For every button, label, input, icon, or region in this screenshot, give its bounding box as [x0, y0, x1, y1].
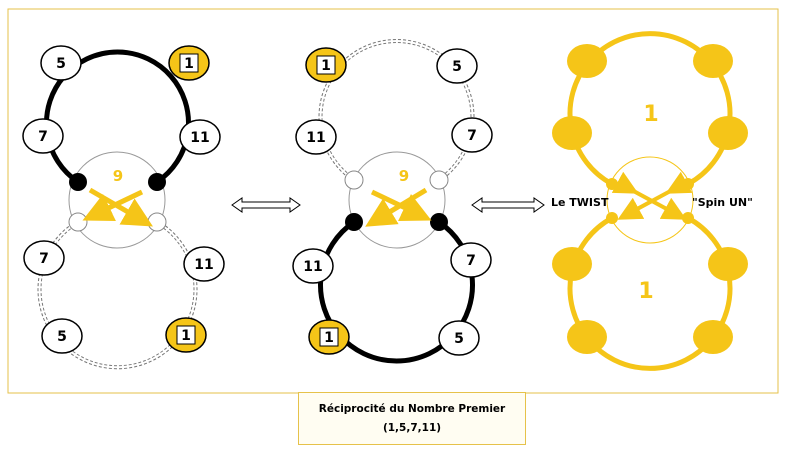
left-node-label: 11 — [194, 257, 213, 273]
left-node-label: 11 — [190, 130, 209, 146]
middle-node — [451, 117, 493, 153]
left-junction-dot — [69, 173, 87, 191]
left-junction-dot — [68, 212, 88, 232]
left-node-label: 7 — [39, 251, 49, 267]
caption-subtitle: (1,5,7,11) — [382, 422, 442, 434]
left-node — [22, 118, 64, 154]
middle-node-label: 1 — [324, 330, 334, 346]
middle-node — [436, 48, 478, 84]
panel-middle: 9 1 5 11 7 11 7 1 5 — [292, 38, 493, 364]
left-node — [179, 119, 221, 155]
middle-junction-dot — [429, 170, 449, 190]
middle-node — [438, 320, 480, 356]
double-arrow — [471, 197, 545, 213]
left-node — [41, 318, 83, 354]
right-lower-number: 1 — [638, 279, 653, 304]
middle-twist-arrow — [370, 189, 432, 222]
right-node — [708, 116, 748, 150]
right-upper-number: 1 — [643, 102, 658, 127]
right-spin-arrow — [617, 171, 693, 220]
right-label-twist: Le TWIST — [551, 196, 609, 209]
middle-node-label: 11 — [303, 259, 322, 275]
left-node-label: 5 — [57, 329, 67, 345]
double-arrow — [231, 197, 301, 213]
middle-node-label: 1 — [321, 58, 331, 74]
middle-node-label: 11 — [306, 130, 325, 146]
right-node — [693, 44, 733, 78]
right-junction-dot — [682, 212, 694, 224]
middle-node-label: 5 — [452, 59, 462, 75]
right-node — [567, 44, 607, 78]
right-junction-dot — [682, 178, 694, 190]
caption-box: Réciprocité du Nombre Premier (1,5,7,11) — [298, 392, 526, 445]
left-node-label: 5 — [56, 56, 66, 72]
right-junction-dot — [606, 178, 618, 190]
left-node-label: 1 — [184, 56, 194, 72]
middle-node-label: 5 — [454, 331, 464, 347]
left-node — [23, 240, 65, 276]
right-node — [567, 320, 607, 354]
middle-node — [292, 248, 334, 284]
middle-node — [295, 119, 337, 155]
right-label-spin: "Spin UN" — [692, 196, 753, 209]
left-junction-dot — [147, 212, 167, 232]
left-node — [183, 246, 225, 282]
middle-junction-dot — [345, 213, 363, 231]
middle-center-number: 9 — [399, 167, 409, 185]
left-twist-arrow — [82, 189, 144, 222]
left-center-number: 9 — [113, 167, 123, 185]
right-node — [552, 247, 592, 281]
left-node-label: 1 — [181, 328, 191, 344]
middle-junction-dot — [430, 213, 448, 231]
middle-node-label: 7 — [467, 128, 477, 144]
right-node — [708, 247, 748, 281]
panel-right: 1 1 Le TWIST "Spin UN" — [551, 31, 753, 371]
right-junction-dot — [606, 212, 618, 224]
left-node — [40, 45, 82, 81]
right-node — [552, 116, 592, 150]
panel-left: 9 5 1 7 11 7 11 5 1 — [22, 45, 225, 370]
right-center-circle — [606, 156, 694, 244]
left-junction-dot — [148, 173, 166, 191]
middle-junction-dot — [344, 170, 364, 190]
caption-title: Réciprocité du Nombre Premier — [318, 403, 506, 415]
right-node — [693, 320, 733, 354]
middle-node-label: 7 — [466, 253, 476, 269]
middle-center-circle — [348, 151, 446, 249]
middle-node — [450, 242, 492, 278]
left-node-label: 7 — [38, 129, 48, 145]
